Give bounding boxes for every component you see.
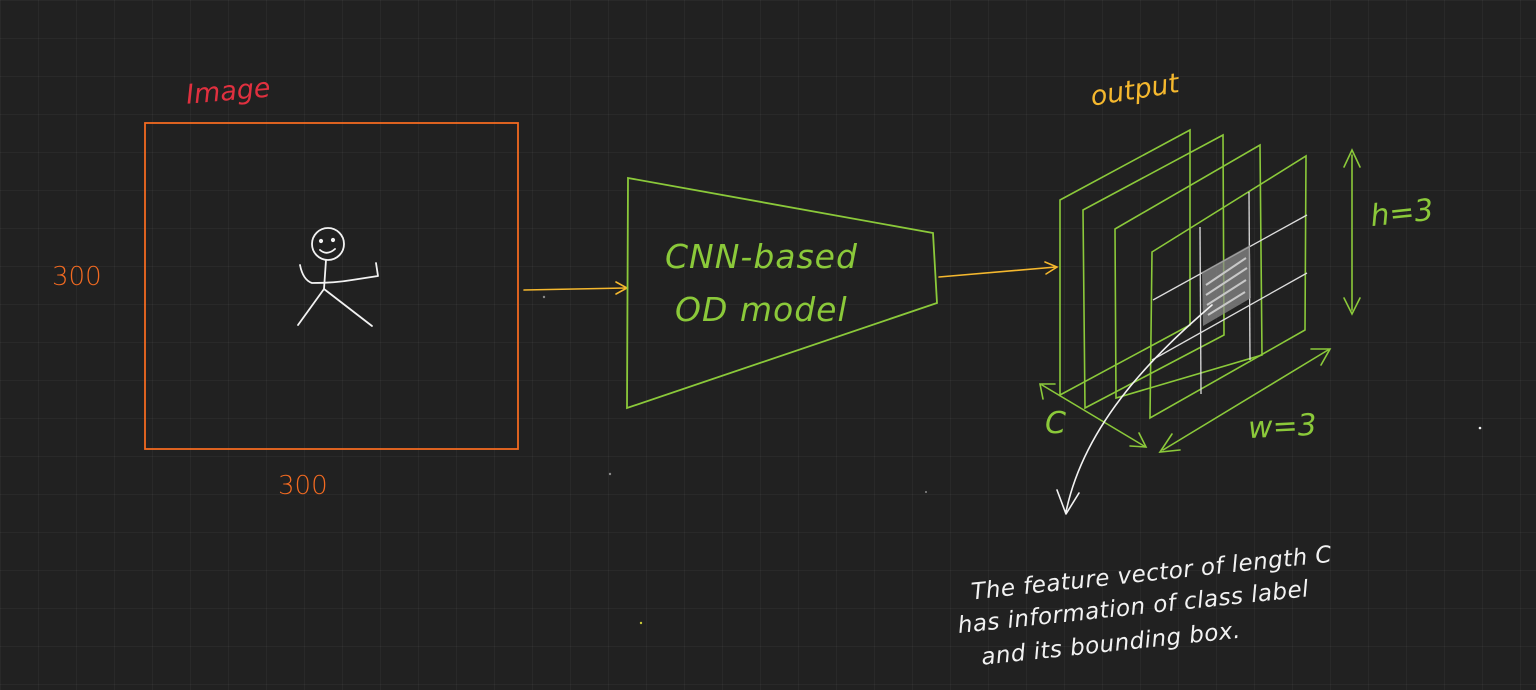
model-label-line2: OD model: [675, 290, 848, 329]
pointer-arrow: [1056, 304, 1213, 515]
stick-figure-icon: [297, 227, 379, 327]
image-title: Image: [185, 73, 272, 111]
highlighted-cell: [1202, 245, 1251, 326]
height-arrow: [1343, 148, 1361, 316]
arrow-model-to-output: [938, 261, 1059, 278]
output-tensor: [1059, 128, 1307, 420]
model-label-line1: CNN-based: [665, 237, 858, 276]
model-trapezoid: [626, 176, 938, 410]
stray-dots: [542, 295, 1482, 625]
width-label: w=3: [1247, 408, 1318, 447]
annotation-text: The feature vector of length C has infor…: [957, 542, 1334, 671]
image-box: [144, 122, 519, 450]
channel-arrow: [1039, 383, 1148, 448]
channel-label: C: [1045, 406, 1066, 441]
output-channel-1: [1059, 128, 1191, 397]
image-width-label: 300: [278, 471, 328, 501]
width-arrow: [1158, 348, 1332, 453]
output-channel-2: [1082, 133, 1225, 410]
arrow-image-to-model: [523, 281, 629, 295]
height-label: h=3: [1369, 193, 1436, 234]
output-title: output: [1088, 68, 1182, 113]
image-height-label: 300: [52, 262, 102, 292]
